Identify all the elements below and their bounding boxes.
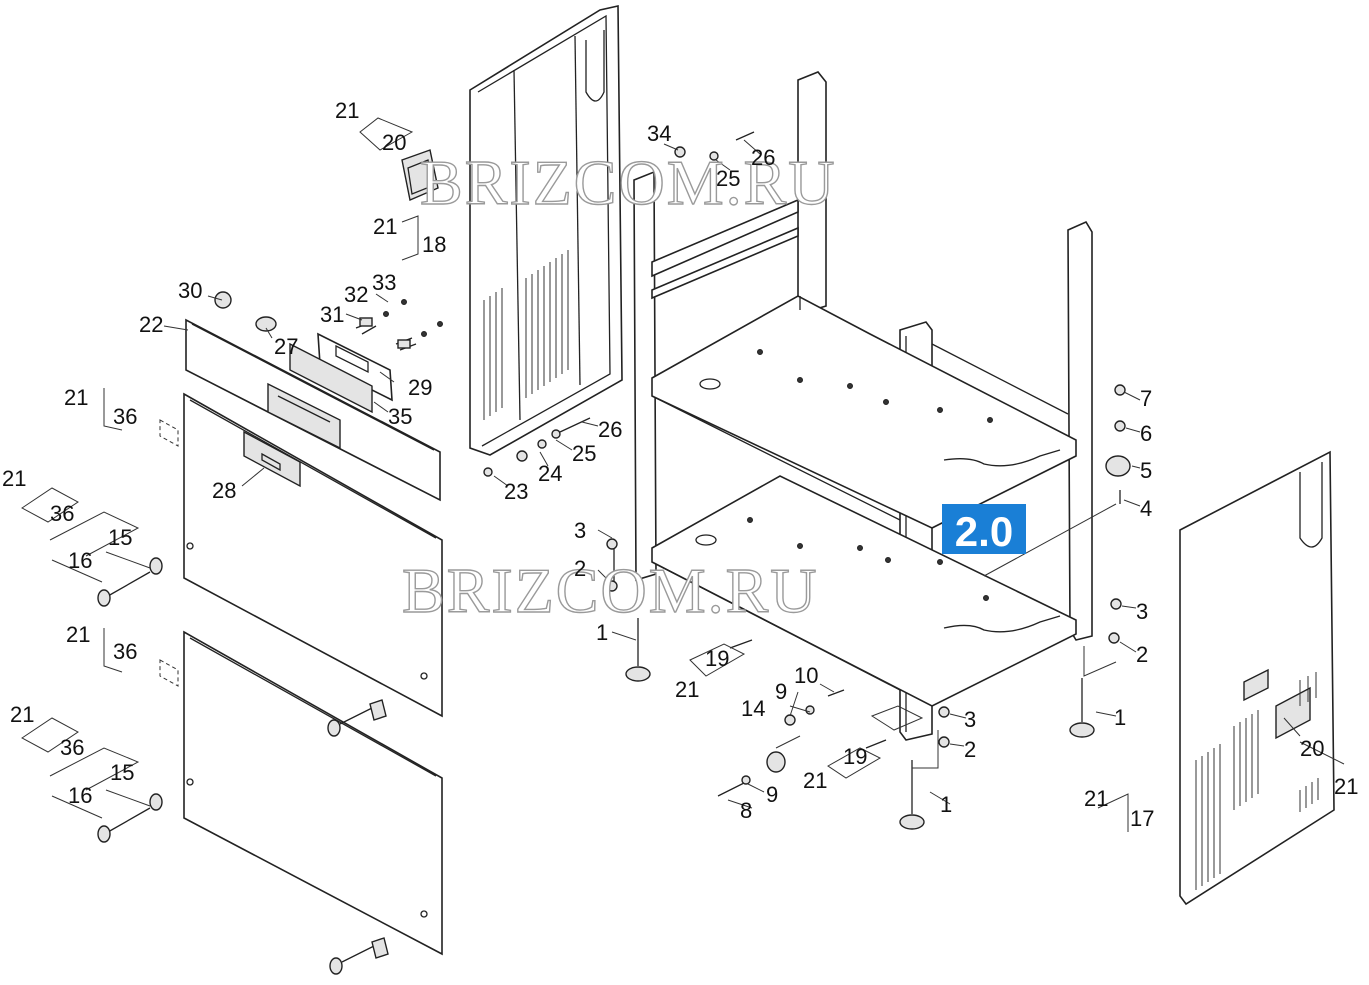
- assembly-badge-label: 2.0: [955, 508, 1013, 555]
- callout-number: 3: [1136, 599, 1148, 624]
- callout-brackets: [21, 117, 1345, 832]
- hinge-brackets-36: [159, 419, 179, 687]
- callout-number: 8: [740, 798, 752, 823]
- callout-number: 2: [1136, 642, 1148, 667]
- callout-number: 15: [108, 525, 132, 550]
- callout-number: 22: [139, 312, 163, 337]
- callout-number: 17: [1130, 806, 1154, 831]
- panel-screws: [483, 131, 755, 477]
- callout-number: 34: [647, 121, 671, 146]
- callout-number: 31: [320, 302, 344, 327]
- callout-number: 6: [1140, 421, 1152, 446]
- rear-panel: [469, 5, 623, 456]
- callout-number: 20: [1300, 736, 1324, 761]
- callout-number: 32: [344, 282, 368, 307]
- hinge-bracket-top: [401, 149, 439, 201]
- callout-number: 29: [408, 375, 432, 400]
- callout-number: 19: [705, 646, 729, 671]
- callout-number: 7: [1140, 386, 1152, 411]
- callout-number: 21: [335, 98, 359, 123]
- callout-number: 30: [178, 278, 202, 303]
- callout-number: 4: [1140, 496, 1152, 521]
- right-side-panel-17: [1179, 450, 1335, 906]
- callout-number: 21: [373, 214, 397, 239]
- leader-lines: [105, 139, 1301, 809]
- callout-number: 3: [574, 518, 586, 543]
- standoffs-31-33: [355, 299, 443, 351]
- callout-number: 21: [1084, 786, 1108, 811]
- control-panel-22: [185, 291, 441, 502]
- leveling-feet: [606, 538, 1122, 830]
- callout-number: 3: [964, 707, 976, 732]
- callout-number: 26: [751, 145, 775, 170]
- callout-labels: 21 20 21 18 30 22 27 32 33 31 29 35 21 3…: [2, 98, 1358, 831]
- callout-number: 20: [382, 130, 406, 155]
- callout-number: 25: [572, 441, 596, 466]
- callout-number: 36: [113, 639, 137, 664]
- callout-number: 2: [964, 737, 976, 762]
- watermark-middle: BRIZCOM.RU: [402, 555, 819, 626]
- callout-number: 26: [598, 417, 622, 442]
- watermark-top: BRIZCOM.RU: [420, 147, 837, 218]
- callout-number: 9: [775, 679, 787, 704]
- callout-number: 36: [113, 404, 137, 429]
- callout-number: 16: [68, 548, 92, 573]
- callout-number: 36: [50, 501, 74, 526]
- main-frame: [633, 71, 1093, 741]
- lower-door: [183, 630, 443, 956]
- callout-number: 21: [64, 385, 88, 410]
- callout-number: 15: [110, 760, 134, 785]
- display-bracket-29: [289, 332, 393, 414]
- callout-number: 2: [574, 556, 586, 581]
- callout-number: 35: [388, 404, 412, 429]
- callout-number: 21: [675, 677, 699, 702]
- callout-number: 21: [2, 466, 26, 491]
- callout-number: 18: [422, 232, 446, 257]
- callout-number: 27: [274, 334, 298, 359]
- callout-number: 5: [1140, 458, 1152, 483]
- callout-number: 21: [10, 702, 34, 727]
- callout-number: 21: [66, 622, 90, 647]
- callout-number: 25: [716, 166, 740, 191]
- callout-number: 36: [60, 735, 84, 760]
- callout-number: 24: [538, 461, 562, 486]
- door-latches: [97, 557, 389, 975]
- callout-number: 33: [372, 270, 396, 295]
- callout-number: 10: [794, 663, 818, 688]
- callout-number: 19: [843, 744, 867, 769]
- callout-number: 23: [504, 479, 528, 504]
- callout-number: 28: [212, 478, 236, 503]
- castor-hardware: [717, 384, 1131, 797]
- callout-number: 21: [1334, 774, 1358, 799]
- callout-number: 9: [766, 782, 778, 807]
- callout-number: 14: [741, 696, 765, 721]
- callout-number: 21: [803, 768, 827, 793]
- callout-number: 1: [940, 792, 952, 817]
- assembly-badge-background: [942, 504, 1026, 554]
- assembly-badge-2-0[interactable]: 2.0: [942, 504, 1026, 555]
- callout-number: 1: [596, 620, 608, 645]
- callout-number: 1: [1114, 705, 1126, 730]
- upper-door: [183, 392, 443, 718]
- callout-number: 16: [68, 783, 92, 808]
